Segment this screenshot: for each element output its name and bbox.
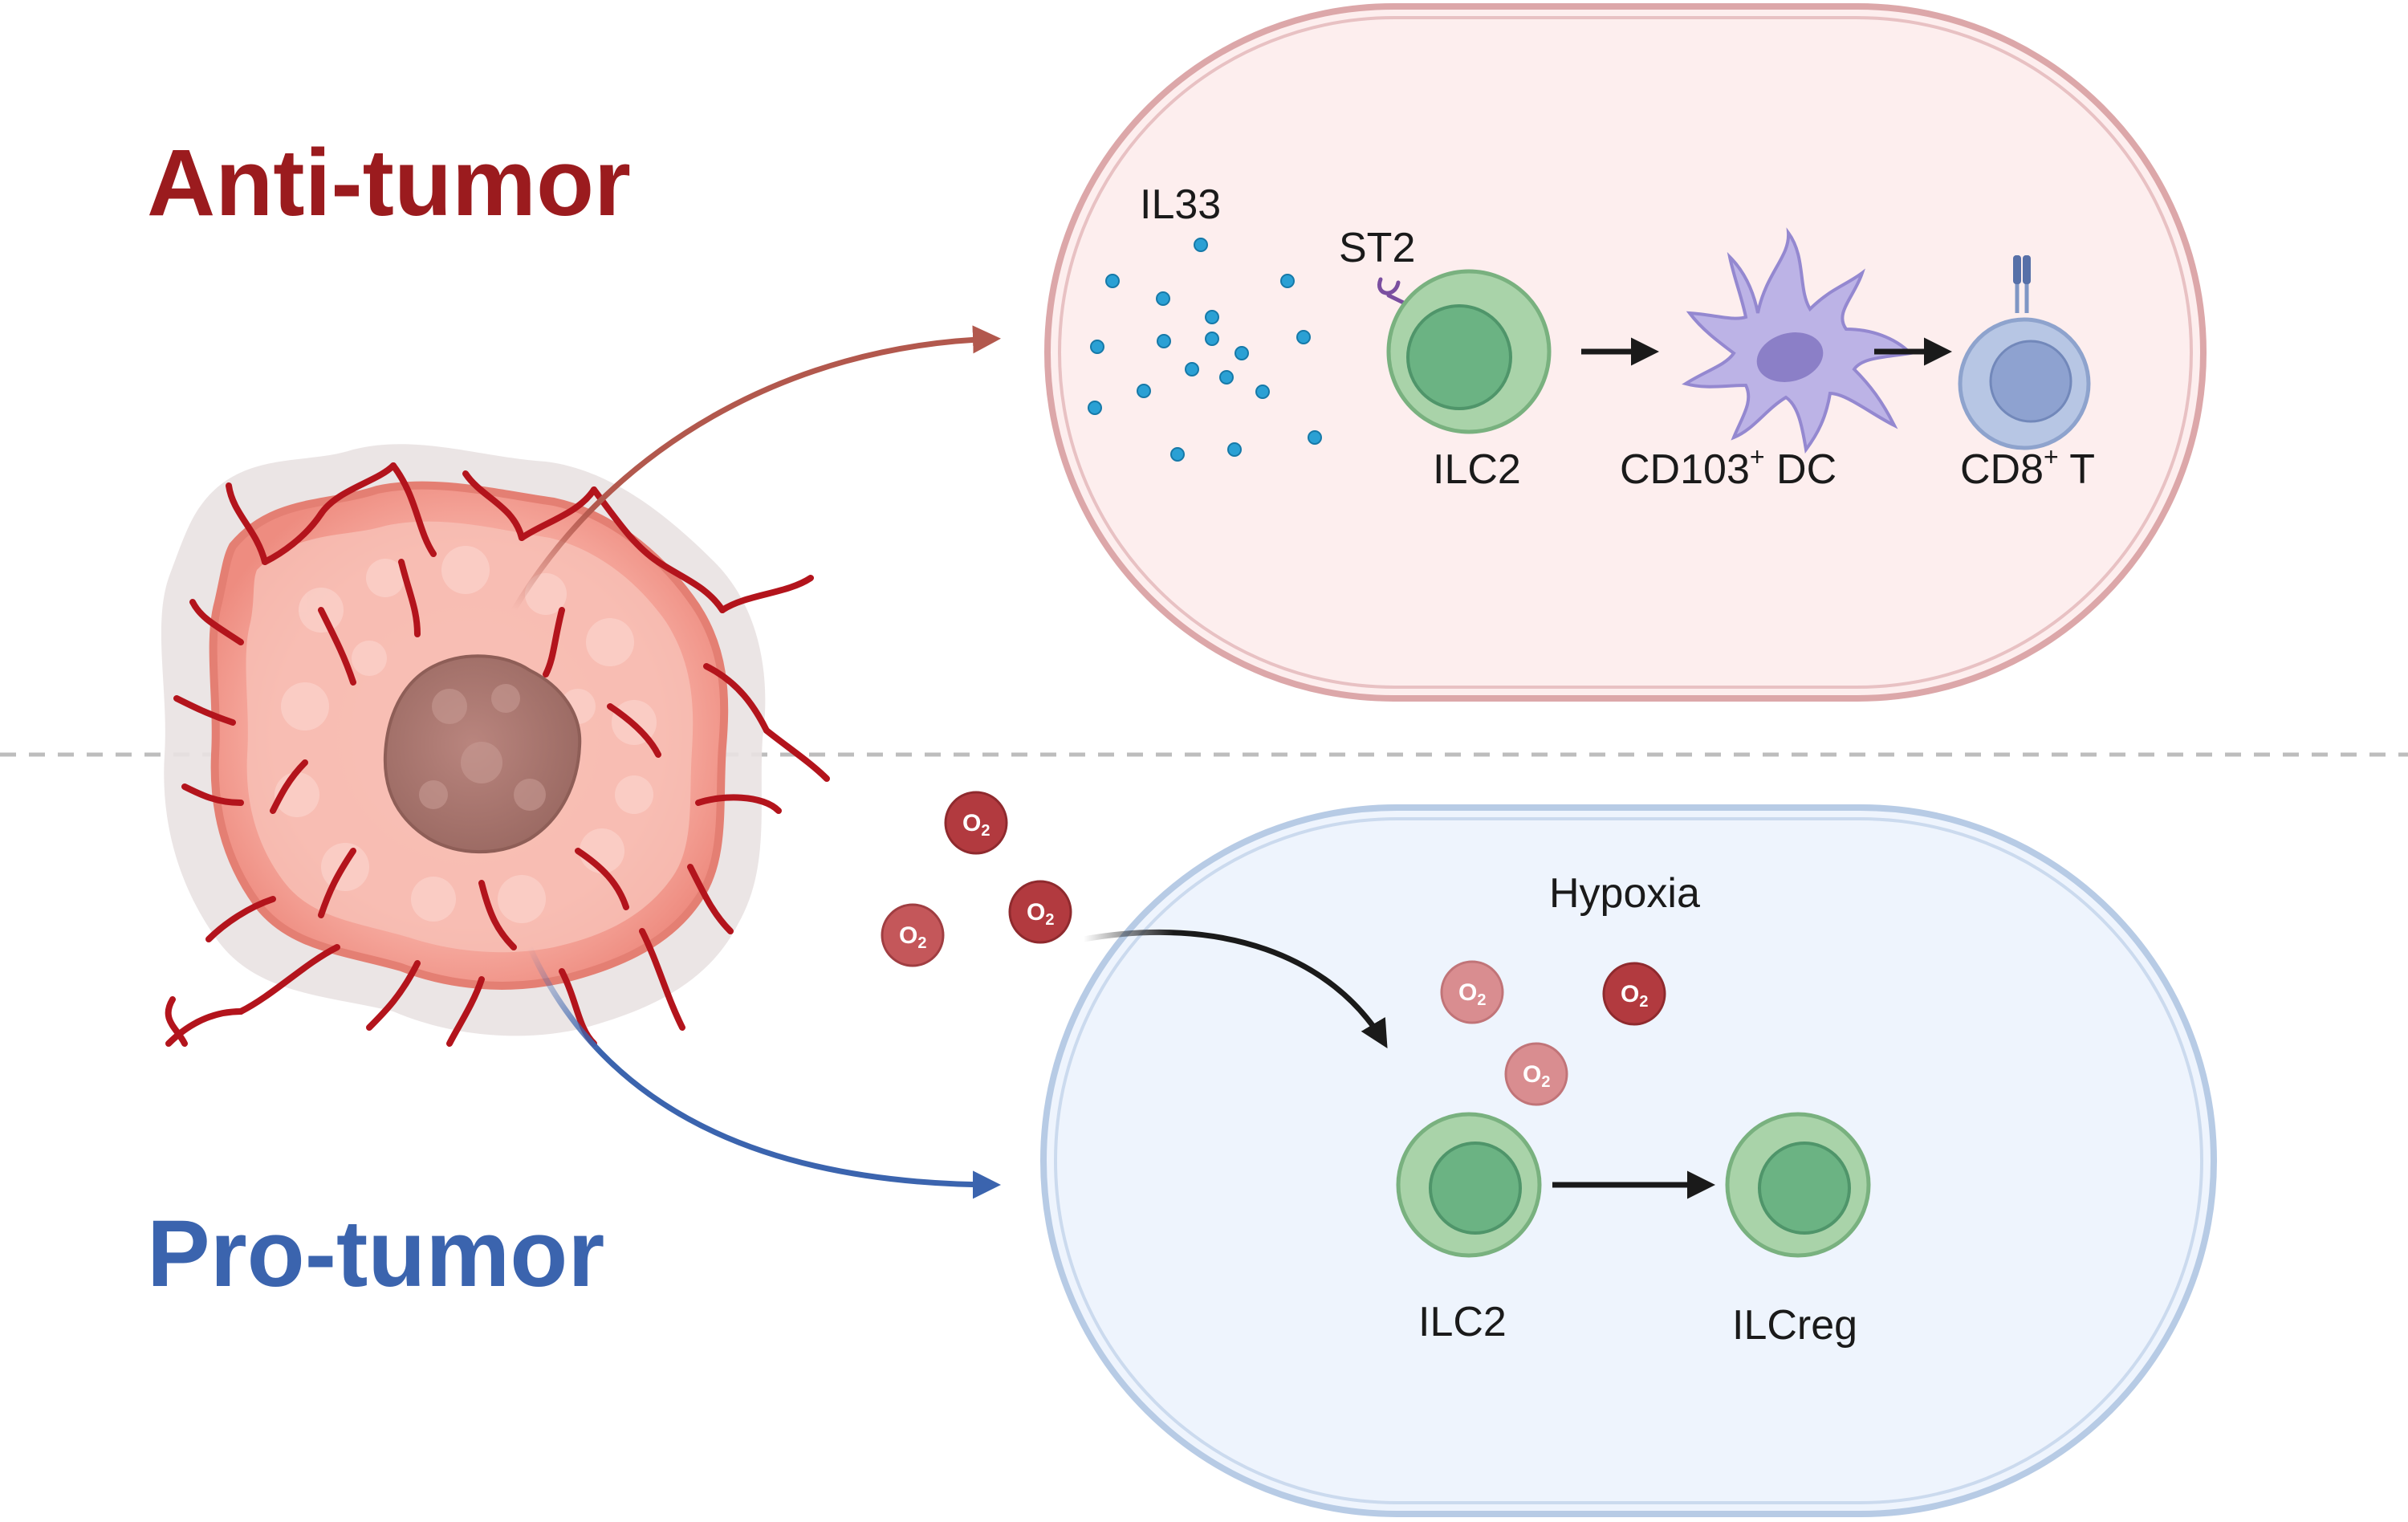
o2-molecule-2: O2 [1008,880,1072,944]
ilcreg-cell [1725,1112,1871,1258]
svg-text:O2: O2 [1523,1061,1550,1091]
ilc2-cell-anti [1386,269,1552,434]
cd103-dc-label: CD103+ DC [1620,442,1837,493]
arrow-tumor-to-anti [510,325,1001,612]
tumor-illustration [161,444,830,1047]
o2-molecule-1: O2 [944,791,1008,855]
ilc2-cell-pro [1396,1112,1542,1258]
pro-tumor-heading: Pro-tumor [147,1201,604,1307]
arrow-o2-into-panel [1083,929,1388,1049]
ilc2-label-anti: ILC2 [1433,446,1521,493]
svg-text:O2: O2 [1027,899,1054,929]
anti-tumor-heading: Anti-tumor [147,130,631,236]
ilc2-label-pro: ILC2 [1418,1299,1507,1345]
svg-text:O2: O2 [1458,979,1486,1009]
ilcreg-label: ILCreg [1732,1302,1857,1349]
svg-text:O2: O2 [962,810,990,840]
hypoxia-label: Hypoxia [1549,870,1700,917]
svg-text:O2: O2 [1621,981,1648,1011]
svg-text:O2: O2 [899,922,926,952]
il33-dots [1088,238,1322,462]
il33-label: IL33 [1140,181,1221,228]
dendritic-cell-icon [1682,227,1914,454]
cd8-t-label: CD8+ T [1960,442,2095,493]
arrow-tumor-to-pro [527,946,1001,1199]
o2-molecule-6: O2 [1504,1042,1568,1106]
o2-molecule-3: O2 [881,903,945,967]
o2-molecule-5: O2 [1602,962,1666,1026]
st2-label: ST2 [1339,225,1415,271]
cd8-t-cell-icon [1958,255,2091,450]
o2-molecule-4: O2 [1440,960,1504,1024]
